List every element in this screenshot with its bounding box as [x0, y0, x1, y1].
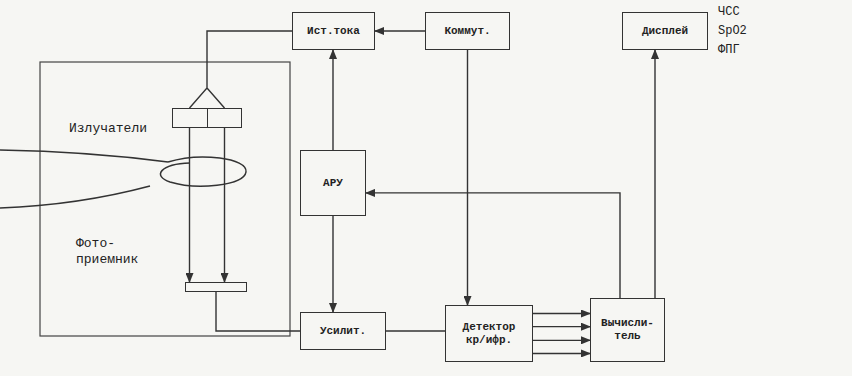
signal-connector: [654, 50, 655, 298]
detector-box: Детектор кр/ифр.: [445, 305, 533, 362]
part-label: Фото- приемник: [76, 236, 138, 268]
signal-connector: [533, 313, 590, 314]
agc-box: АРУ: [300, 150, 366, 216]
display-box: Дисплей: [622, 12, 708, 50]
switch-box: Коммут.: [425, 12, 510, 50]
signal-connector: [386, 330, 445, 331]
signal-connector: [375, 30, 425, 31]
block-label: Ист.тока: [307, 25, 360, 38]
signal-connector: [190, 31, 293, 108]
finger-tip: [160, 157, 246, 186]
finger-outline: [0, 150, 168, 162]
computer-box: Вычисли- тель: [590, 298, 665, 362]
emitter-divider: [207, 109, 208, 127]
signal-connector: [216, 292, 300, 331]
block-label: Детектор кр/ифр.: [463, 321, 516, 347]
block-label: Усилит.: [320, 325, 366, 338]
signal-connector: [467, 50, 468, 305]
block-label: Вычисли- тель: [601, 317, 654, 343]
amplifier-box: Усилит.: [300, 312, 386, 350]
signal-connector: [224, 128, 225, 282]
signal-connector: [366, 193, 620, 298]
signal-connector: [533, 326, 590, 327]
signal-connector: [332, 50, 333, 150]
sensor-housing: [40, 62, 290, 336]
block-label: Дисплей: [642, 25, 688, 38]
photodetector-box: Фото- приемник: [185, 282, 247, 292]
signal-connector: [533, 340, 590, 341]
signal-connector: [332, 216, 333, 312]
spo2-label: SpO2: [718, 24, 747, 38]
signal-connector: [533, 353, 590, 354]
block-label: Коммут.: [444, 25, 490, 38]
heart-rate-label: ЧСС: [718, 5, 740, 19]
emitters-box: Излучатели: [172, 108, 242, 128]
block-label: АРУ: [323, 177, 343, 190]
part-label: Излучатели: [69, 121, 147, 137]
ppg-label: ФПГ: [718, 43, 740, 57]
signal-connector: [189, 128, 190, 282]
finger-outline: [0, 186, 150, 208]
current-source-box: Ист.тока: [292, 12, 375, 50]
